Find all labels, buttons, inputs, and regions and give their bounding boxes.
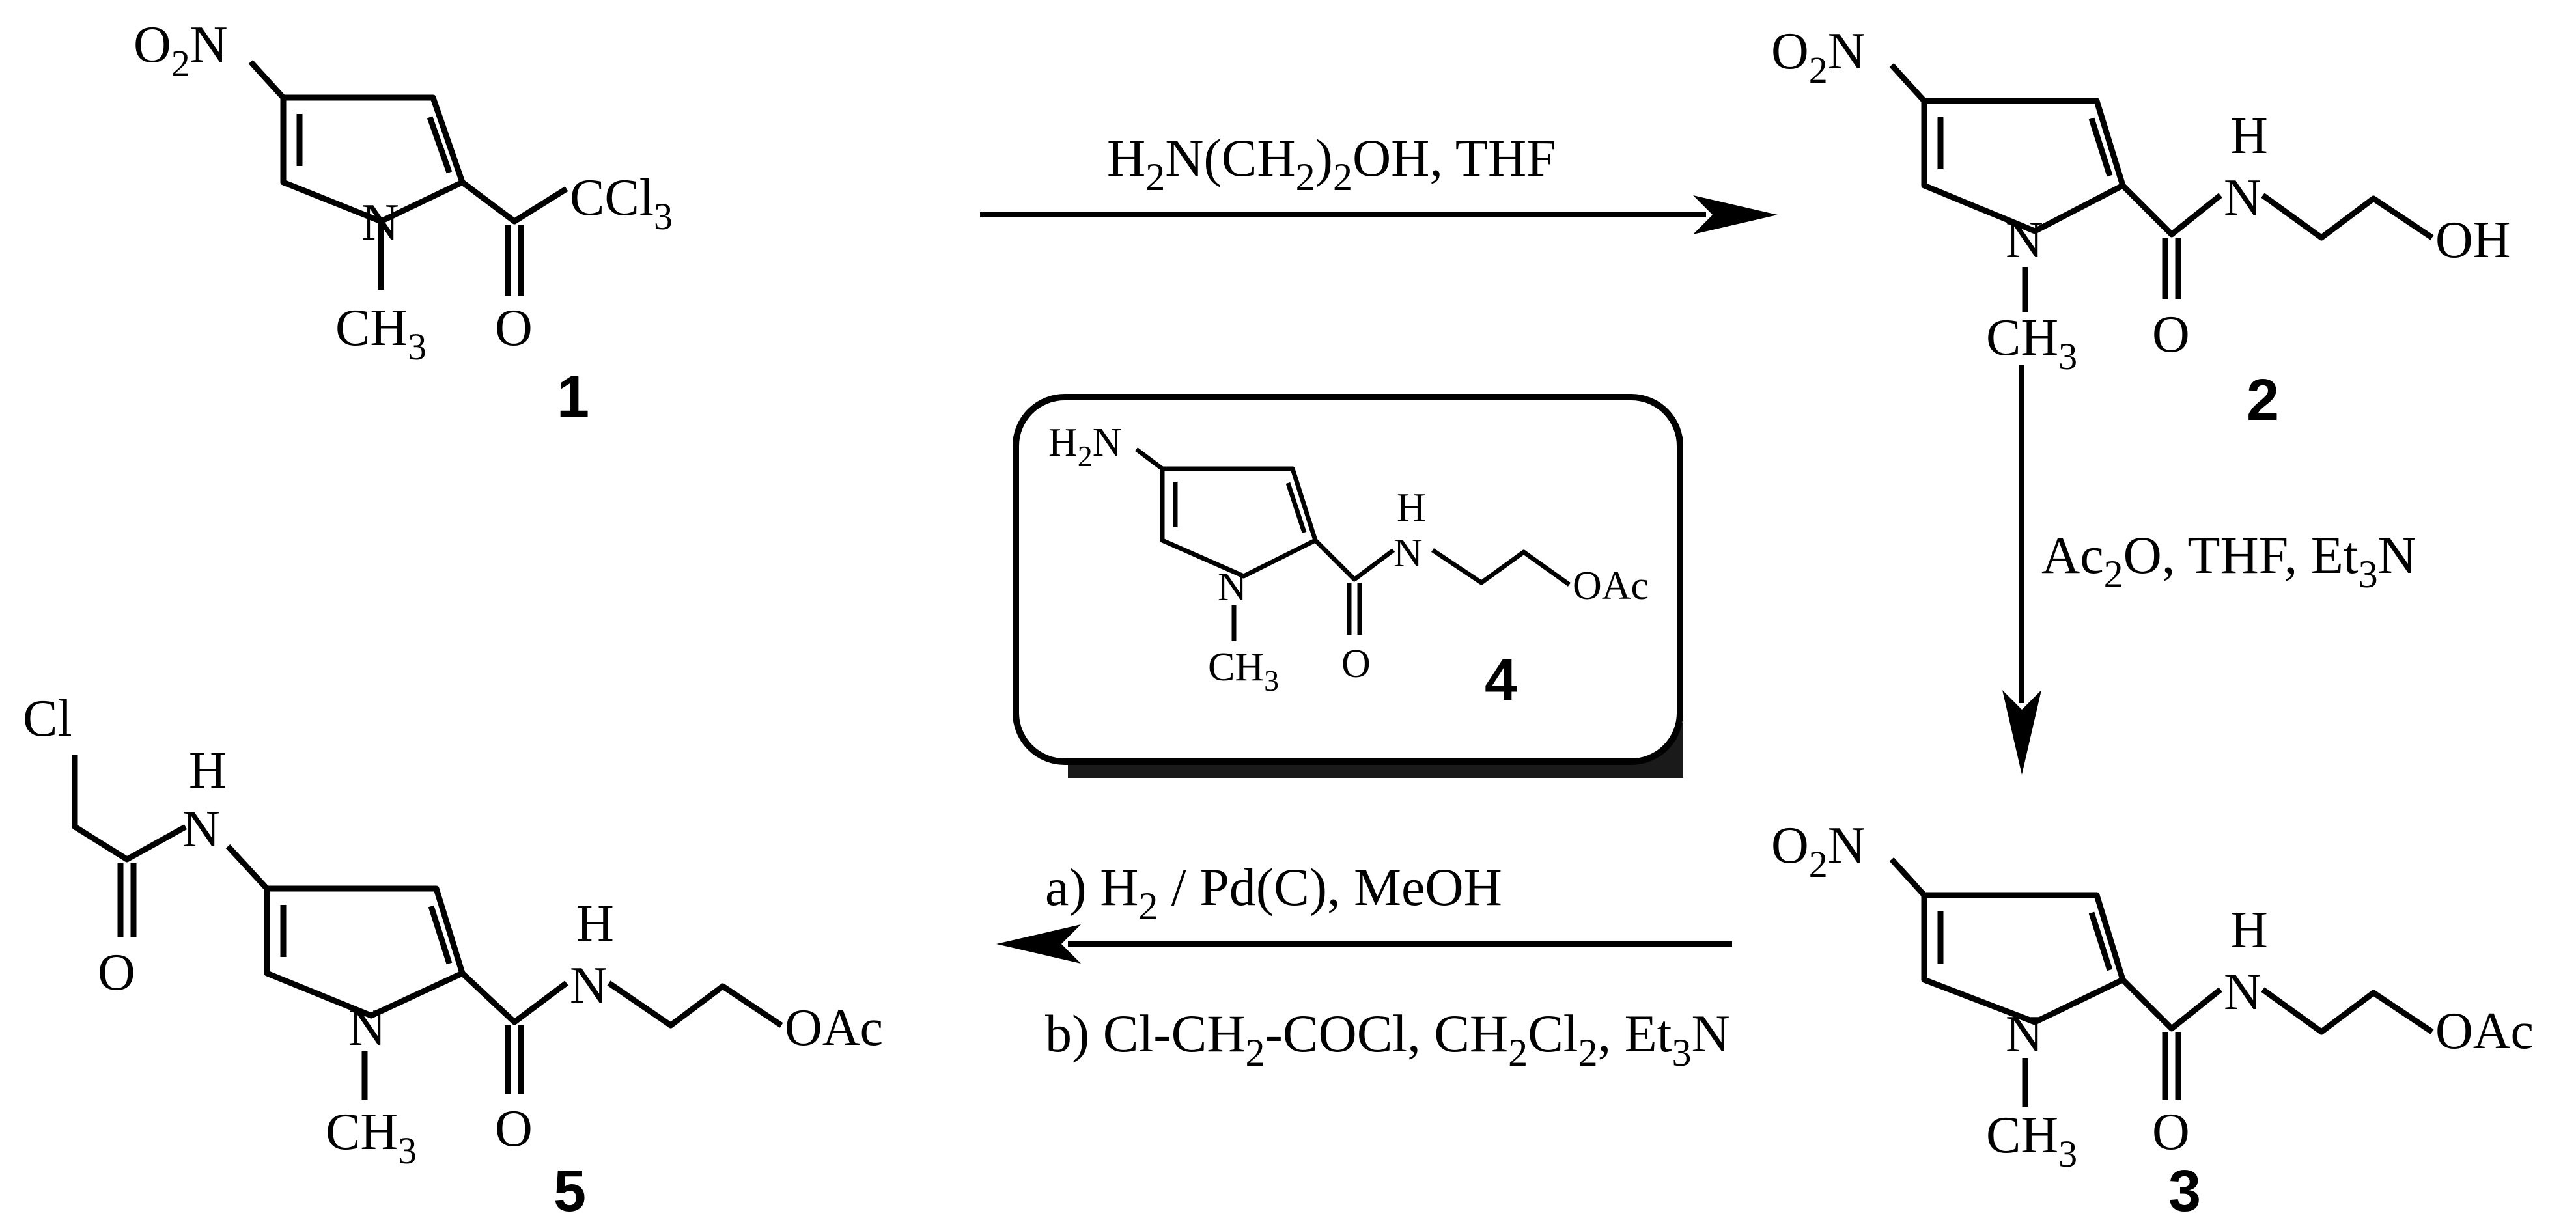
- compound-2-ring-bonds: [1921, 98, 2126, 234]
- compound-4-nh2-bond: [1134, 447, 1164, 471]
- compound-3-number: 3: [2168, 1159, 2201, 1220]
- compound-1-methyl: CH3: [335, 299, 427, 368]
- compound-4-ring-double-bond-right: [1285, 482, 1307, 534]
- arrow-1-to-2-head: [1693, 195, 1778, 234]
- compound-3-acetate: OAc: [2435, 1003, 2534, 1060]
- compound-4-ring-nitrogen: N: [1218, 565, 1247, 609]
- conditions-3-to-5-step-a: a) H2 / Pd(C), MeOH: [1045, 857, 1502, 928]
- compound-4-inset: H2N N CH3 O H N OAc 4: [1013, 394, 1683, 778]
- compound-2-hydroxyl: OH: [2435, 212, 2511, 269]
- compound-1-ring-bonds: [280, 94, 466, 225]
- compound-4-methyl: CH3: [1208, 645, 1279, 697]
- compound-3-no2-bond: [1889, 857, 1927, 898]
- compound-2-no2-bond: [1889, 62, 1927, 104]
- compound-5-amide-chain: [460, 971, 783, 1029]
- compound-5-ring-bonds: [264, 885, 466, 1019]
- compound-5-number: 5: [553, 1159, 586, 1220]
- compound-2: O2N N CH3 O H N OH 2: [1771, 23, 2511, 433]
- conditions-3-to-5-step-b: b) Cl-CH2-COCl, CH2Cl2, Et3N: [1045, 1004, 1730, 1074]
- compound-4-ring-bonds: [1160, 466, 1318, 579]
- compound-5-acetate: OAc: [785, 999, 883, 1057]
- reaction-3-to-5: a) H2 / Pd(C), MeOH b) Cl-CH2-COCl, CH2C…: [996, 857, 1732, 1074]
- compound-5-ring-double-bond-right: [428, 905, 453, 965]
- compound-3-methyl: CH3: [1986, 1107, 2077, 1175]
- compound-2-methyl: CH3: [1986, 309, 2077, 378]
- compound-4-carbonyl-oxygen: O: [1341, 642, 1371, 686]
- compound-3-nitro-group: O2N: [1771, 817, 1866, 885]
- compound-5-amide-hydrogen: H: [576, 895, 614, 952]
- compound-5-acyl-oxygen: O: [98, 944, 135, 1001]
- compound-4-amide-nitrogen: N: [1393, 531, 1423, 575]
- compound-4-amino-group: H2N: [1048, 421, 1122, 473]
- conditions-1-to-2: H2N(CH2)2OH, THF: [1107, 128, 1556, 199]
- compound-2-amide-hydrogen: H: [2230, 107, 2268, 165]
- compound-5-chlorine: Cl: [23, 690, 72, 747]
- compound-1-ring-double-bond-right: [427, 116, 453, 174]
- compound-1-nitro-group: O2N: [133, 16, 228, 85]
- compound-5: Cl O H N N CH3 O H N OAc 5: [23, 690, 883, 1220]
- compound-4-amide-chain: [1313, 538, 1571, 587]
- compound-4-number: 4: [1485, 648, 1517, 713]
- compound-3-carbonyl-oxygen: O: [2152, 1103, 2190, 1161]
- compound-3: O2N N CH3 O H N OAc 3: [1771, 817, 2534, 1220]
- inset-box: [1013, 394, 1683, 765]
- compound-3-ring-bonds: [1921, 892, 2126, 1025]
- compound-5-ring-nitrogen: N: [348, 999, 386, 1057]
- compound-1-no2-bond: [248, 59, 286, 100]
- compound-5-methyl: CH3: [326, 1103, 417, 1172]
- compound-1-ring-nitrogen: N: [361, 194, 399, 251]
- compound-5-nh-nitrogen: N: [182, 801, 220, 858]
- compound-5-nh-bond: [225, 844, 270, 891]
- arrow-2-to-3-head: [2002, 690, 2041, 775]
- reaction-1-to-2: H2N(CH2)2OH, THF: [980, 128, 1778, 234]
- compound-3-ring-double-bond-right: [2088, 911, 2113, 971]
- compound-3-ring-nitrogen: N: [2006, 1006, 2043, 1063]
- compound-2-number: 2: [2247, 368, 2279, 433]
- compound-1-carbonyl-bonds: [460, 180, 568, 225]
- compound-2-carbonyl-oxygen: O: [2152, 306, 2190, 363]
- compound-3-amide-hydrogen: H: [2230, 902, 2268, 959]
- compound-2-nitro-group: O2N: [1771, 23, 1866, 91]
- compound-5-nh-hydrogen: H: [189, 742, 227, 799]
- arrow-3-to-5-head: [996, 924, 1081, 964]
- compound-1-carbonyl-oxygen: O: [495, 299, 533, 357]
- reaction-2-to-3: Ac2O, THF, Et3N: [2002, 365, 2416, 775]
- compound-5-chloroacetyl-chain: [72, 755, 188, 863]
- compound-2-amide-chain: [2120, 183, 2434, 241]
- compound-3-amide-chain: [2120, 977, 2434, 1035]
- compound-4-acetate: OAc: [1573, 564, 1649, 608]
- compound-2-ring-nitrogen: N: [2006, 212, 2043, 269]
- conditions-2-to-3: Ac2O, THF, Et3N: [2041, 525, 2416, 596]
- compound-5-amide-nitrogen: N: [570, 957, 608, 1014]
- compound-1-trichloromethyl: CCl3: [570, 169, 673, 238]
- compound-5-carbonyl-oxygen: O: [495, 1100, 533, 1158]
- compound-2-amide-nitrogen: N: [2224, 169, 2261, 227]
- compound-1: O2N N CH3 O CCl3 1: [133, 16, 673, 430]
- compound-3-amide-nitrogen: N: [2224, 964, 2261, 1021]
- compound-2-ring-double-bond-right: [2088, 117, 2113, 177]
- compound-1-number: 1: [557, 365, 589, 430]
- compound-4-amide-hydrogen: H: [1397, 486, 1426, 530]
